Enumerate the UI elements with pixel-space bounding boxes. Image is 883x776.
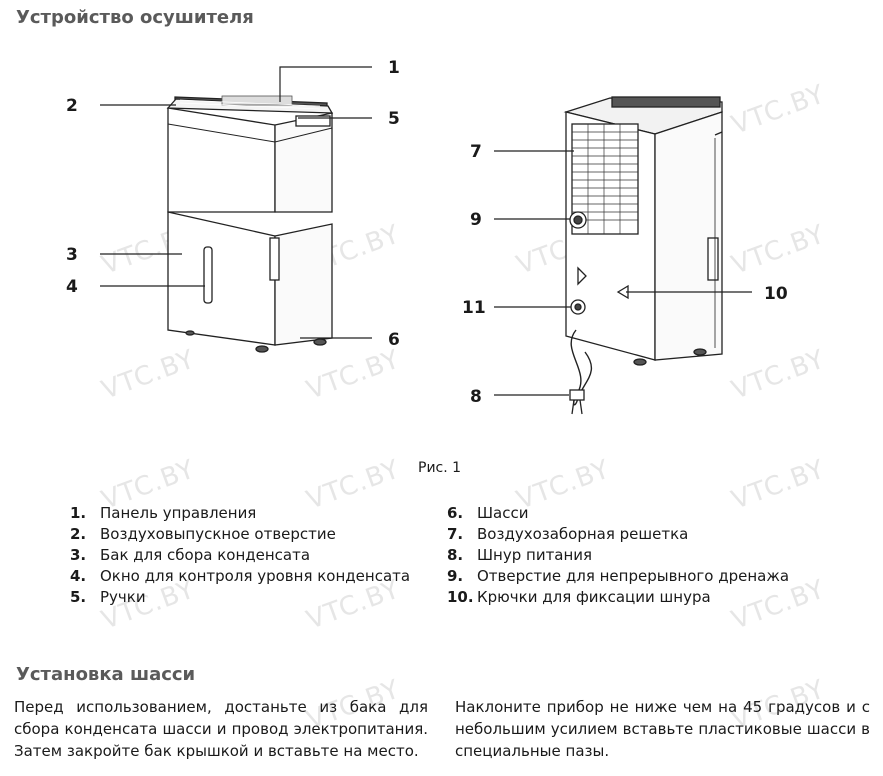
back-view-illustration <box>563 96 723 415</box>
section-title-chassis: Установка шасси <box>16 664 196 685</box>
callout-11: 11 <box>462 298 486 318</box>
callout-7: 7 <box>470 142 482 162</box>
legend-left: 1.Панель управления 2.Воздуховыпускное о… <box>70 503 410 608</box>
legend-item: 1.Панель управления <box>70 504 257 522</box>
callout-5: 5 <box>388 109 400 129</box>
callout-10: 10 <box>764 284 788 304</box>
front-view-illustration <box>166 95 334 353</box>
dehumidifier-figure: 1 2 3 4 5 6 7 8 9 10 11 <box>66 58 788 415</box>
callout-4: 4 <box>66 277 78 297</box>
legend-item: 5.Ручки <box>70 588 146 606</box>
callout-9: 9 <box>470 210 482 230</box>
legend-right: 6.Шасси 7.Воздухозаборная решетка 8.Шнур… <box>447 503 789 608</box>
legend-item: 2.Воздуховыпускное отверстие <box>70 525 336 543</box>
callout-8: 8 <box>470 387 482 407</box>
legend-item: 4.Окно для контроля уровня конденсата <box>70 567 411 585</box>
callout-1: 1 <box>388 58 400 78</box>
legend-item: 9.Отверстие для непрерывного дренажа <box>447 567 790 585</box>
callout-leader-lines <box>100 66 752 396</box>
paragraph-right: Наклоните прибор не ниже чем на 45 граду… <box>455 698 870 760</box>
legend-item: 10.Крючки для фиксации шнура <box>447 588 711 606</box>
legend-item: 6.Шасси <box>447 504 529 522</box>
callout-6: 6 <box>388 330 400 350</box>
legend-item: 8.Шнур питания <box>447 546 593 564</box>
callout-2: 2 <box>66 96 78 116</box>
figure-caption: Рис. 1 <box>418 460 462 476</box>
paragraph-left: Перед использованием, достаньте из бака … <box>14 698 428 760</box>
callout-3: 3 <box>66 245 78 265</box>
section-title-device: Устройство осушителя <box>16 7 254 28</box>
legend-item: 7.Воздухозаборная решетка <box>447 525 689 543</box>
legend-item: 3.Бак для сбора конденсата <box>70 546 311 564</box>
